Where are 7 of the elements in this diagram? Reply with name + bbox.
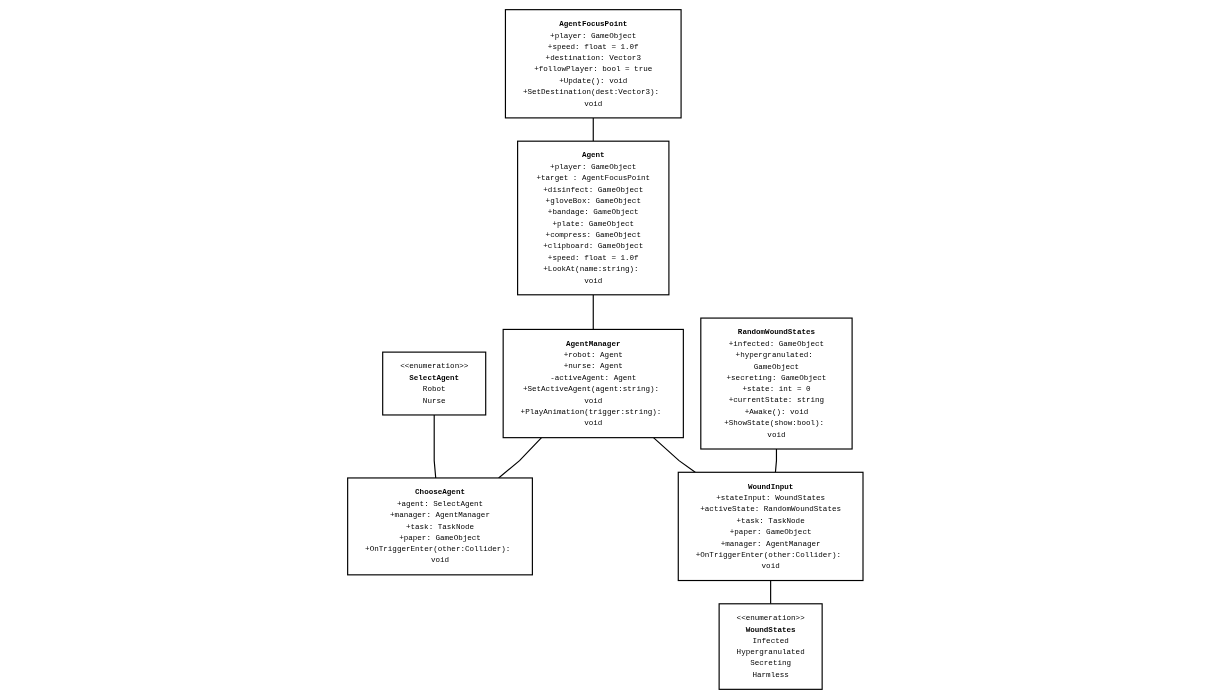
connector — [775, 448, 778, 473]
connector — [653, 437, 696, 473]
connector — [592, 294, 594, 330]
connector — [433, 414, 437, 479]
connector — [498, 437, 543, 479]
connector — [770, 579, 772, 605]
connector — [592, 117, 594, 142]
